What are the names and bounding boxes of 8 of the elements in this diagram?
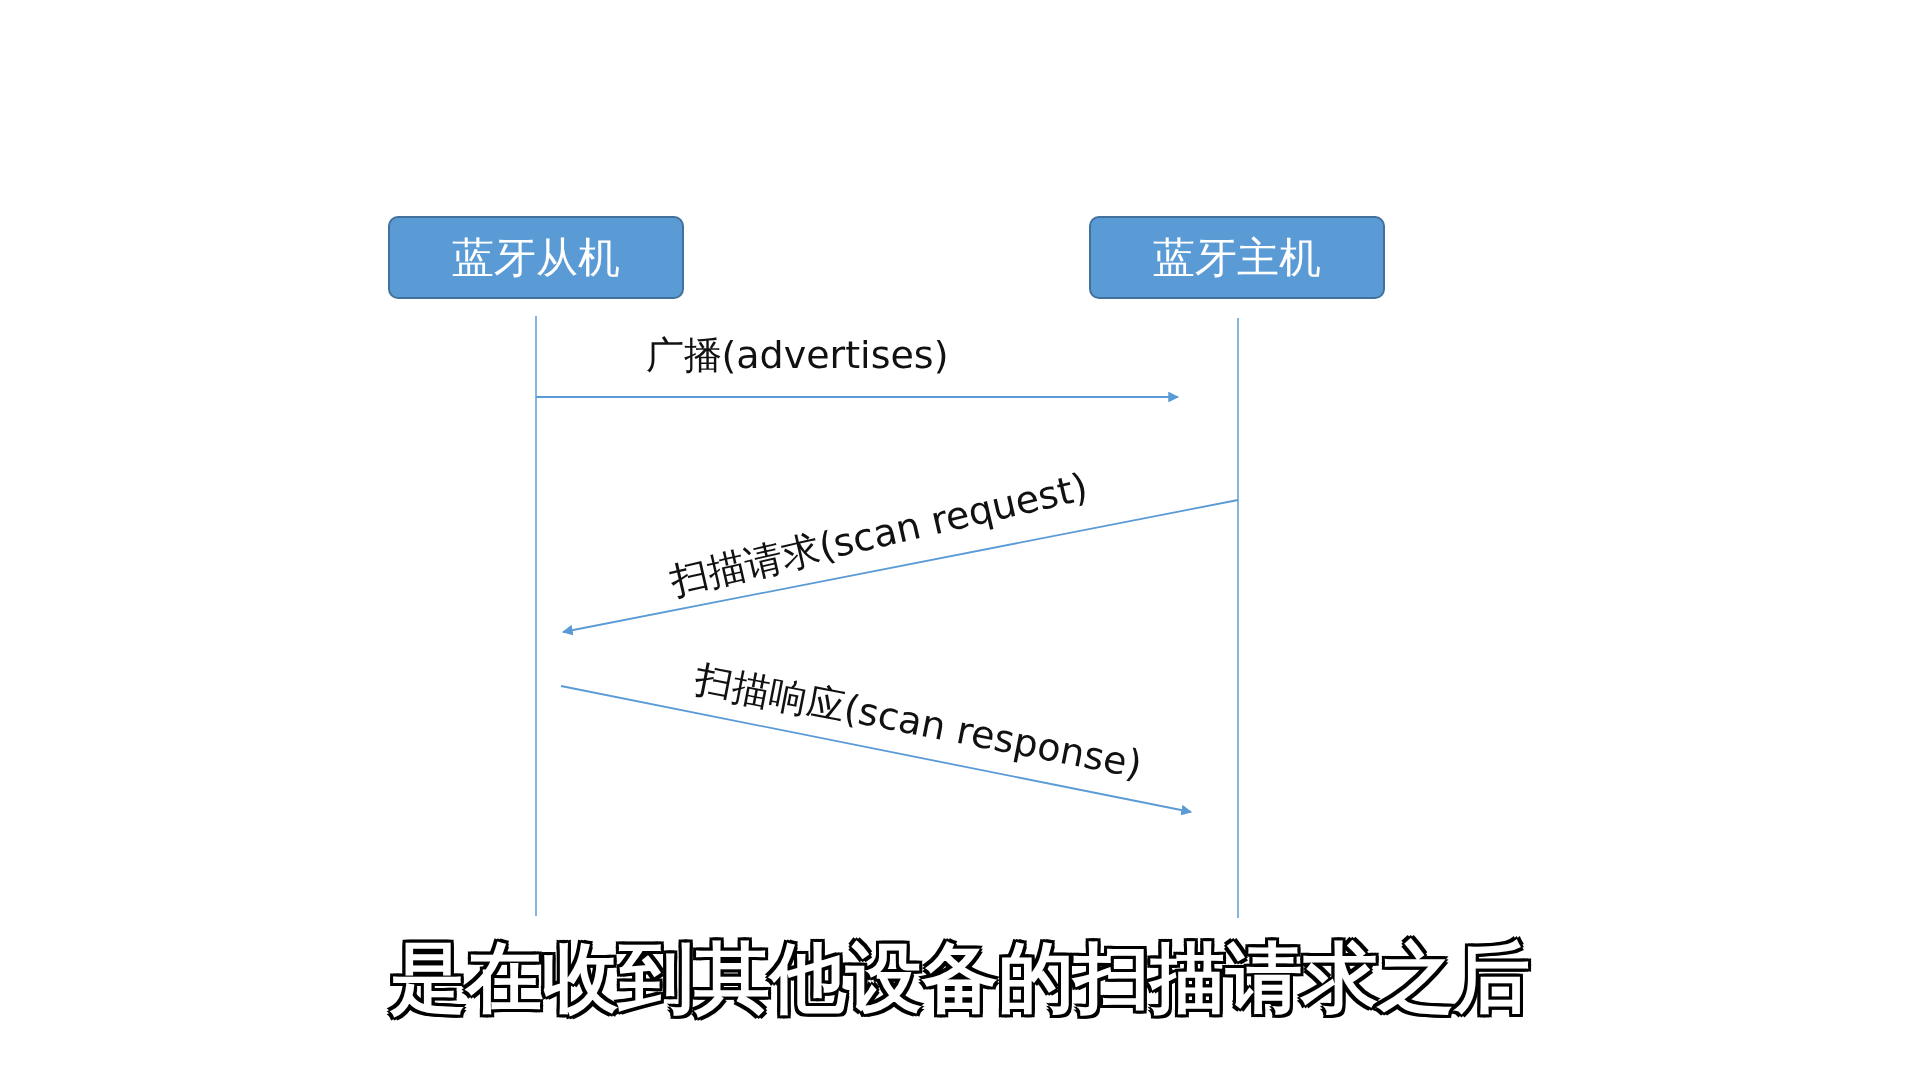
participant-box: 蓝牙从机 <box>388 216 684 299</box>
edge-label: 扫描响应(scan response) <box>690 655 1147 789</box>
message-arrow <box>561 499 1239 636</box>
message-arrow <box>560 685 1193 816</box>
message-arrow <box>535 391 1180 403</box>
participant-box: 蓝牙主机 <box>1089 216 1385 299</box>
edge-label: 广播(advertises) <box>645 331 949 379</box>
edge-label: 扫描请求(scan request) <box>665 463 1093 605</box>
